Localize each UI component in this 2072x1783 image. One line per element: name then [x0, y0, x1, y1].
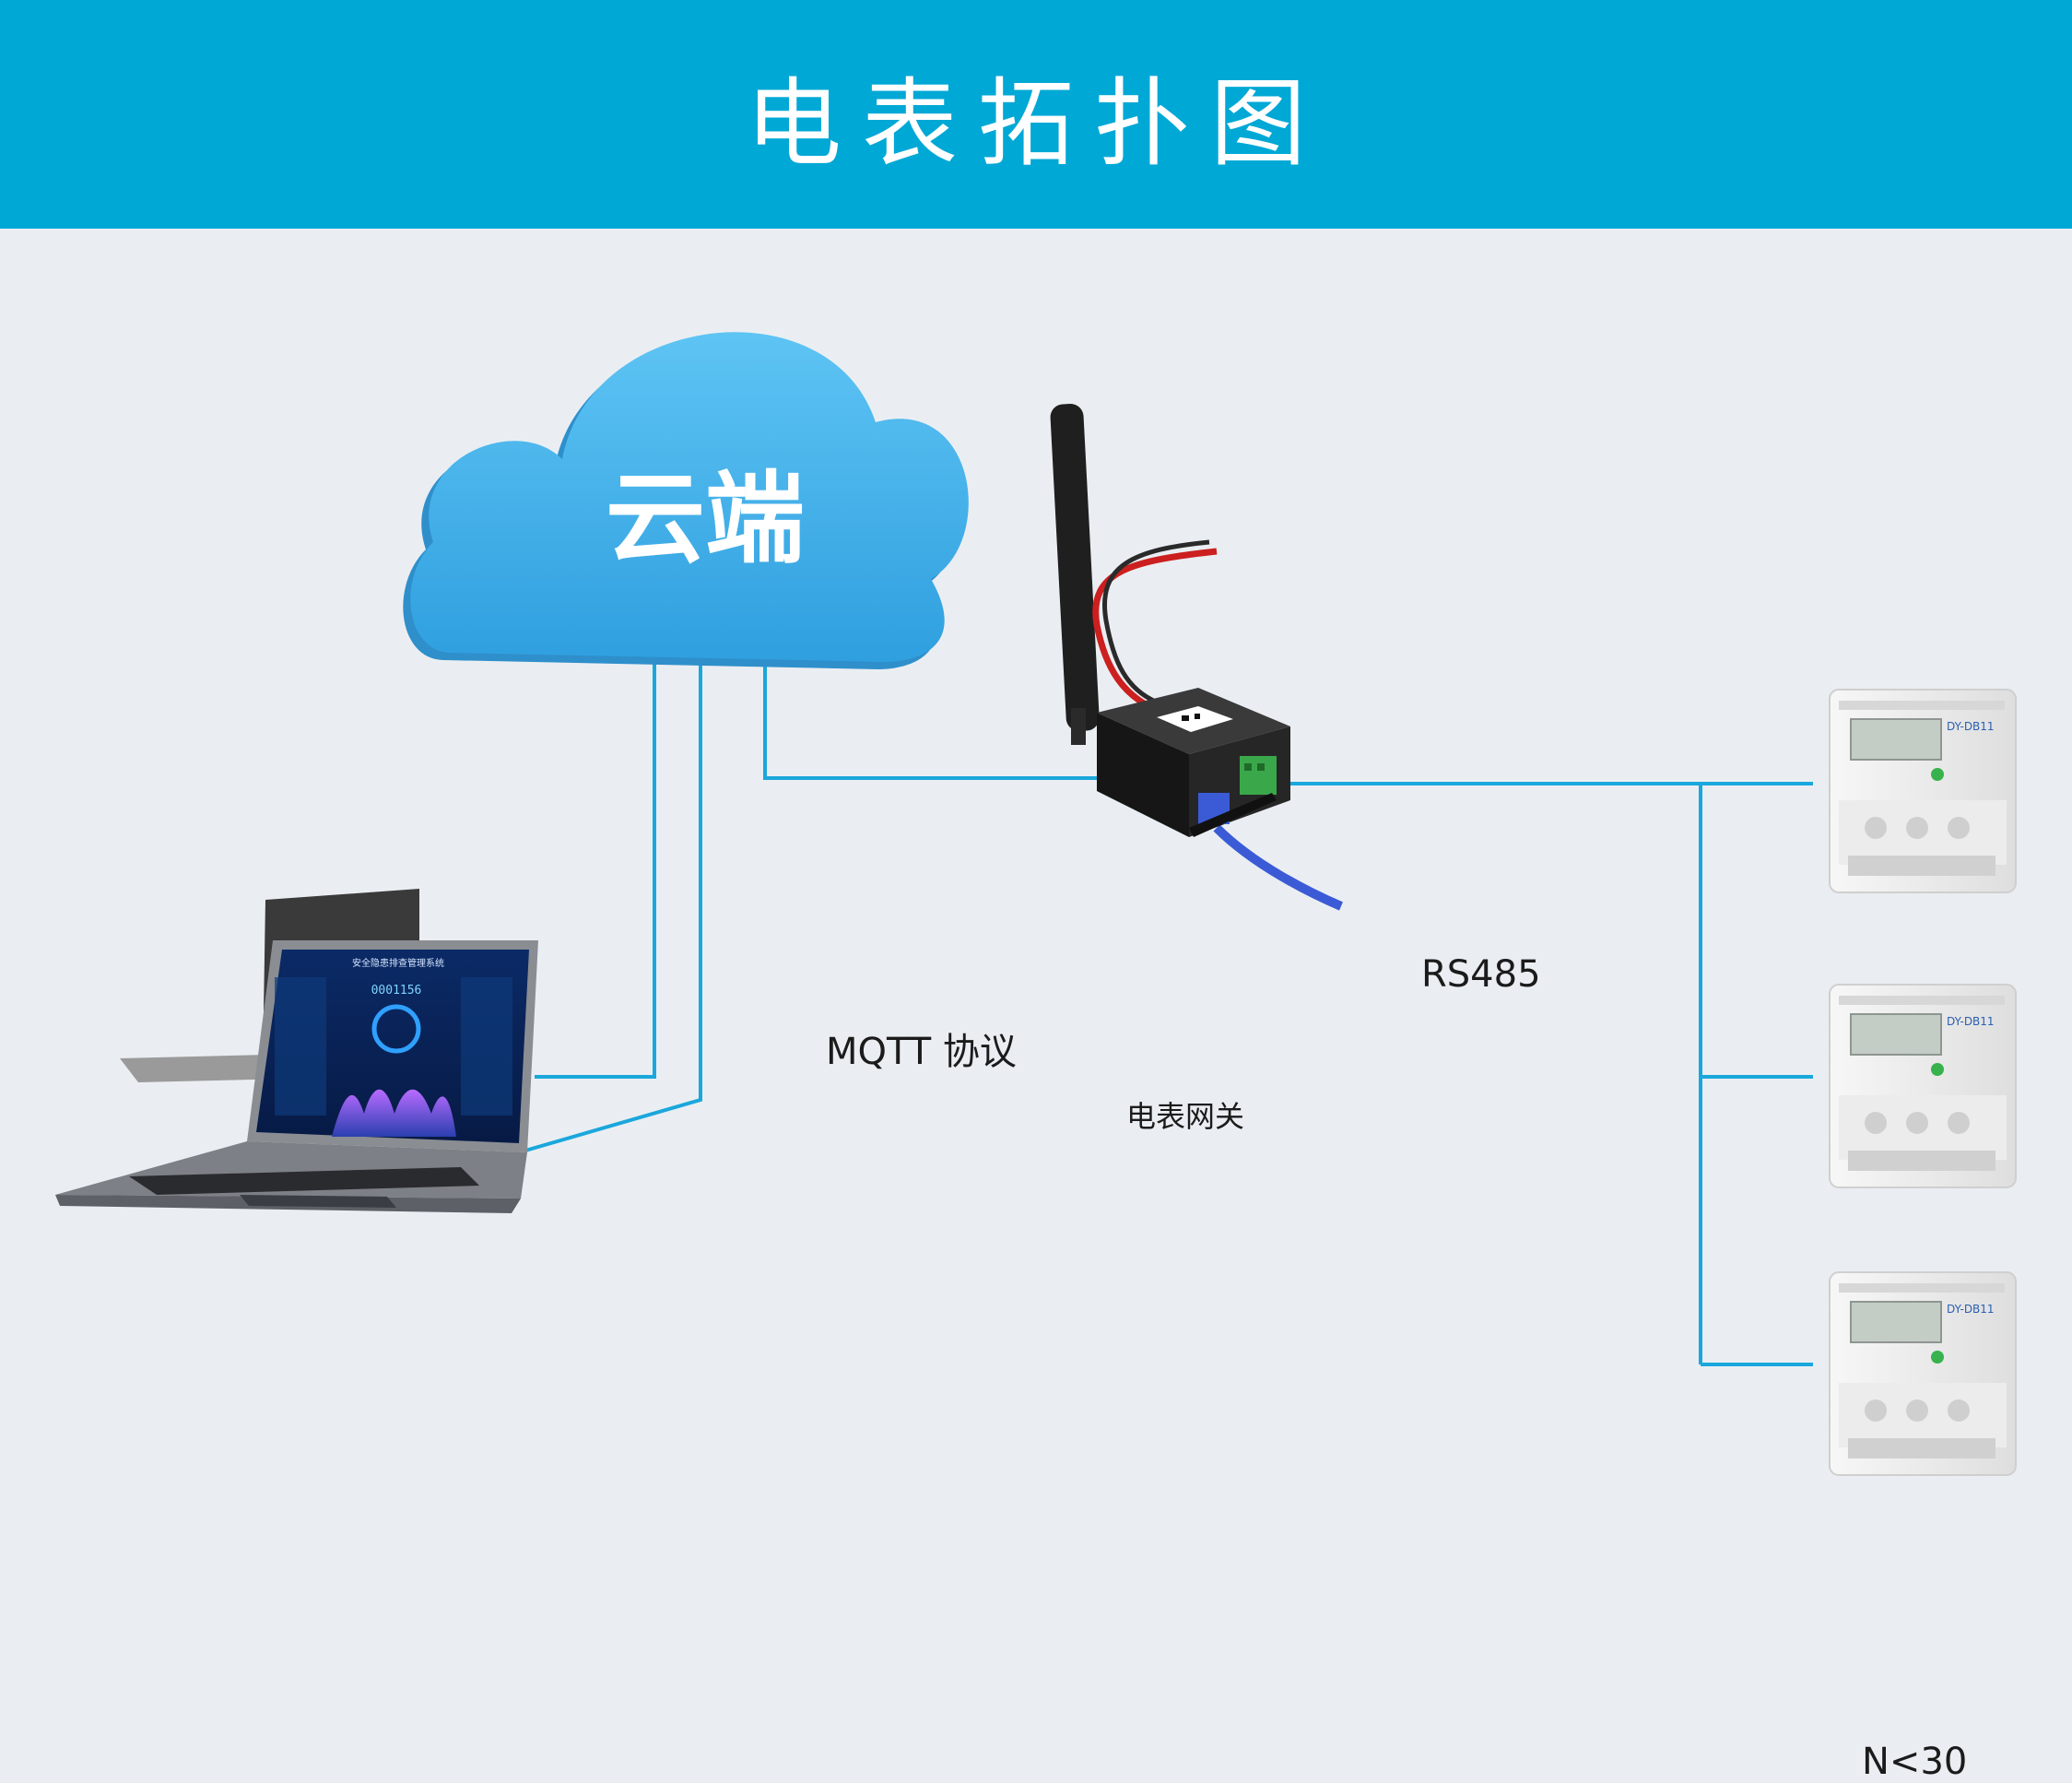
- laptop-screen-counter: 0001156: [371, 984, 422, 998]
- meter-device-1: DY-DB11: [1829, 689, 2017, 893]
- laptop-device: 安全隐患排查管理系统 0001156: [55, 889, 538, 1213]
- status-led: [1931, 768, 1944, 781]
- status-led: [1931, 1063, 1944, 1076]
- meter-device-2: DY-DB11: [1829, 984, 2017, 1188]
- cloud-label: 云端: [606, 462, 805, 577]
- meter-device-3: DY-DB11: [1829, 1271, 2017, 1476]
- rs485-label: RS485: [1421, 953, 1541, 996]
- meter-count-label: N<30: [1862, 1741, 1968, 1783]
- header-banner: 电表拓扑图: [0, 0, 2072, 229]
- connection-lines: [524, 634, 1813, 1366]
- gateway-label: 电表网关: [1126, 1099, 1245, 1134]
- meter-model: DY-DB11: [1947, 1015, 1995, 1028]
- antenna-icon: [1050, 404, 1100, 731]
- cloud-laptop-link-1: [535, 644, 656, 1079]
- meter-model: DY-DB11: [1947, 1303, 1995, 1316]
- meter-lcd: [1850, 1013, 1942, 1056]
- cloud-gateway-link: [763, 634, 1097, 780]
- topology-diagram: 云端: [0, 229, 2072, 1783]
- gauge-icon: [371, 1004, 421, 1054]
- cloud-laptop-link-2: [524, 634, 702, 1152]
- ethernet-cable: [1213, 824, 1343, 911]
- meter-lcd: [1850, 718, 1942, 761]
- topology-canvas: 云端: [55, 332, 2017, 1476]
- meter-lcd: [1850, 1301, 1942, 1343]
- cloud-icon: 云端: [403, 332, 969, 669]
- laptop-screen-title: 安全隐患排查管理系统: [352, 957, 444, 969]
- status-led: [1931, 1351, 1944, 1364]
- mqtt-protocol-label: MQTT 协议: [826, 1031, 1017, 1073]
- meter-model: DY-DB11: [1947, 720, 1995, 733]
- wave-chart: [332, 1089, 456, 1137]
- gateway-device: [1050, 404, 1343, 911]
- power-cable: [1092, 548, 1218, 712]
- terminal-block: [1240, 756, 1277, 795]
- page-title: 电表拓扑图: [745, 66, 1326, 180]
